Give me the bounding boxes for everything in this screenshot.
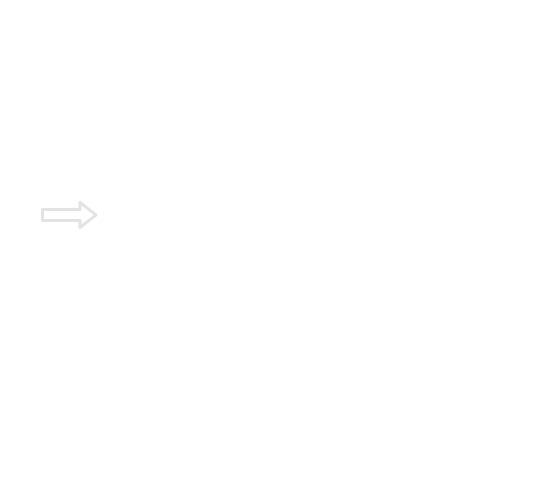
right-arrow-icon bbox=[41, 201, 98, 229]
